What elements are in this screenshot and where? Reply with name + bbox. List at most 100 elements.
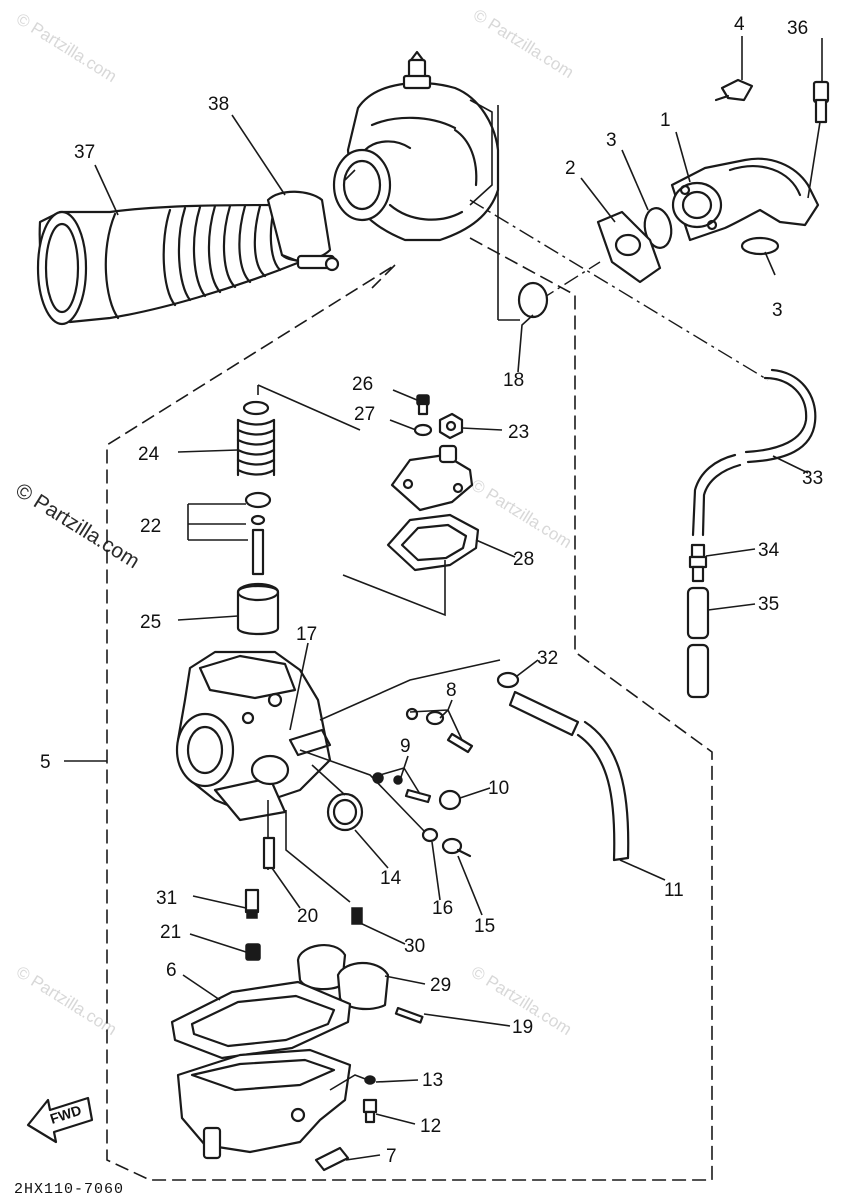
callout-labels: 1 2 3 3 4 36 37 38 18 26 27 23 24 33 22 … xyxy=(40,14,823,1167)
fuel-hose xyxy=(508,690,630,862)
needle-washer xyxy=(244,491,272,509)
throttle-stop-screw xyxy=(405,707,474,754)
callout-label: 37 xyxy=(74,142,95,163)
watermark: © Partzilla.com xyxy=(13,9,120,86)
top-cover-gasket xyxy=(386,513,480,572)
air-duct xyxy=(36,203,302,326)
bracket-line xyxy=(257,384,446,617)
float-bowl-gasket xyxy=(170,980,352,1060)
watermark: © Partzilla.com xyxy=(468,475,575,552)
callout-label: 25 xyxy=(140,612,161,633)
callout-label: 5 xyxy=(40,752,51,773)
hose-clamp xyxy=(266,190,340,272)
watermark: © Partzilla.com xyxy=(11,479,143,573)
alignment-line xyxy=(539,261,601,301)
choke-cap xyxy=(326,792,364,832)
callout-label: 26 xyxy=(352,374,373,395)
screw xyxy=(441,837,472,858)
carburetor-top-cover xyxy=(390,444,474,512)
callout-label: 17 xyxy=(296,624,317,645)
callout-label: 3 xyxy=(772,300,783,321)
callout-label: 21 xyxy=(160,922,181,943)
diagram-code: 2HX110-7060 xyxy=(14,1181,124,1198)
air-filter-case xyxy=(332,50,500,242)
screw xyxy=(416,394,430,416)
callout-label: 6 xyxy=(166,960,177,981)
callout-label: 16 xyxy=(432,898,453,919)
callout-label: 36 xyxy=(787,18,808,39)
jet-needle xyxy=(251,528,265,576)
callout-label: 14 xyxy=(380,868,402,889)
callout-label: 28 xyxy=(513,549,534,570)
callout-label: 29 xyxy=(430,975,451,996)
nut xyxy=(438,412,464,440)
callout-label: 27 xyxy=(354,404,375,425)
float-bowl xyxy=(176,1048,352,1160)
callout-label: 35 xyxy=(758,594,779,615)
o-ring xyxy=(643,207,673,249)
screw xyxy=(364,1075,376,1085)
callout-label: 38 xyxy=(208,94,229,115)
callout-label: 8 xyxy=(446,680,457,701)
washer xyxy=(421,827,439,843)
callout-label: 4 xyxy=(734,14,745,35)
intake-manifold xyxy=(670,157,820,242)
screw-cap xyxy=(438,789,462,811)
callout-label: 33 xyxy=(802,468,823,489)
callout-label: 30 xyxy=(404,936,425,957)
fwd-arrow: FWD xyxy=(26,1096,94,1144)
main-jet-holder xyxy=(244,888,260,919)
screw xyxy=(362,1098,378,1124)
watermark: © Partzilla.com xyxy=(13,962,120,1039)
callout-label: 7 xyxy=(386,1146,397,1167)
callout-label: 2 xyxy=(565,158,576,179)
drain-screw xyxy=(314,1146,350,1172)
pilot-air-screw xyxy=(372,772,432,804)
intake-gasket xyxy=(596,210,662,284)
callout-label: 11 xyxy=(664,880,684,901)
vent-hose xyxy=(691,368,817,537)
float xyxy=(296,944,390,1011)
watermark: © Partzilla.com xyxy=(470,5,577,82)
callout-label: 20 xyxy=(297,906,318,927)
float-pin xyxy=(394,1006,424,1024)
callout-label: 15 xyxy=(474,916,495,937)
assembly-line xyxy=(311,764,346,796)
hose-fitting xyxy=(688,543,708,583)
throttle-spring xyxy=(236,400,276,477)
callout-label: 23 xyxy=(508,422,529,443)
callout-leaders xyxy=(64,36,823,1161)
main-jet xyxy=(245,943,261,961)
assembly-line xyxy=(329,1074,369,1091)
diaphragm xyxy=(517,281,549,319)
pilot-jet xyxy=(351,907,363,925)
callout-label: 13 xyxy=(422,1070,443,1091)
callout-label: 34 xyxy=(758,540,780,561)
callout-label: 10 xyxy=(488,778,509,799)
bolt xyxy=(714,78,754,102)
callout-label: 12 xyxy=(420,1116,441,1137)
callout-label: 1 xyxy=(660,110,671,131)
callout-label: 32 xyxy=(537,648,558,669)
assembly-line xyxy=(299,749,426,833)
callout-label: 22 xyxy=(140,516,161,537)
o-ring xyxy=(740,236,780,256)
callout-label: 19 xyxy=(512,1017,533,1038)
bolt xyxy=(812,80,830,124)
alignment-line xyxy=(469,199,769,381)
hose-clip xyxy=(496,671,520,689)
needle-clip xyxy=(250,514,266,526)
throttle-valve xyxy=(236,582,280,636)
needle-jet xyxy=(262,836,276,870)
assembly-boundary xyxy=(106,237,713,1181)
drain-hose xyxy=(686,586,710,699)
assembly-line xyxy=(319,659,501,721)
callout-label: 31 xyxy=(156,888,177,909)
carburetor-body xyxy=(175,650,332,822)
callout-label: 9 xyxy=(400,736,411,757)
callout-label: 18 xyxy=(503,370,524,391)
assembly-boundary-inner xyxy=(371,264,396,289)
callout-label: 3 xyxy=(606,130,617,151)
callout-label: 24 xyxy=(138,444,160,465)
